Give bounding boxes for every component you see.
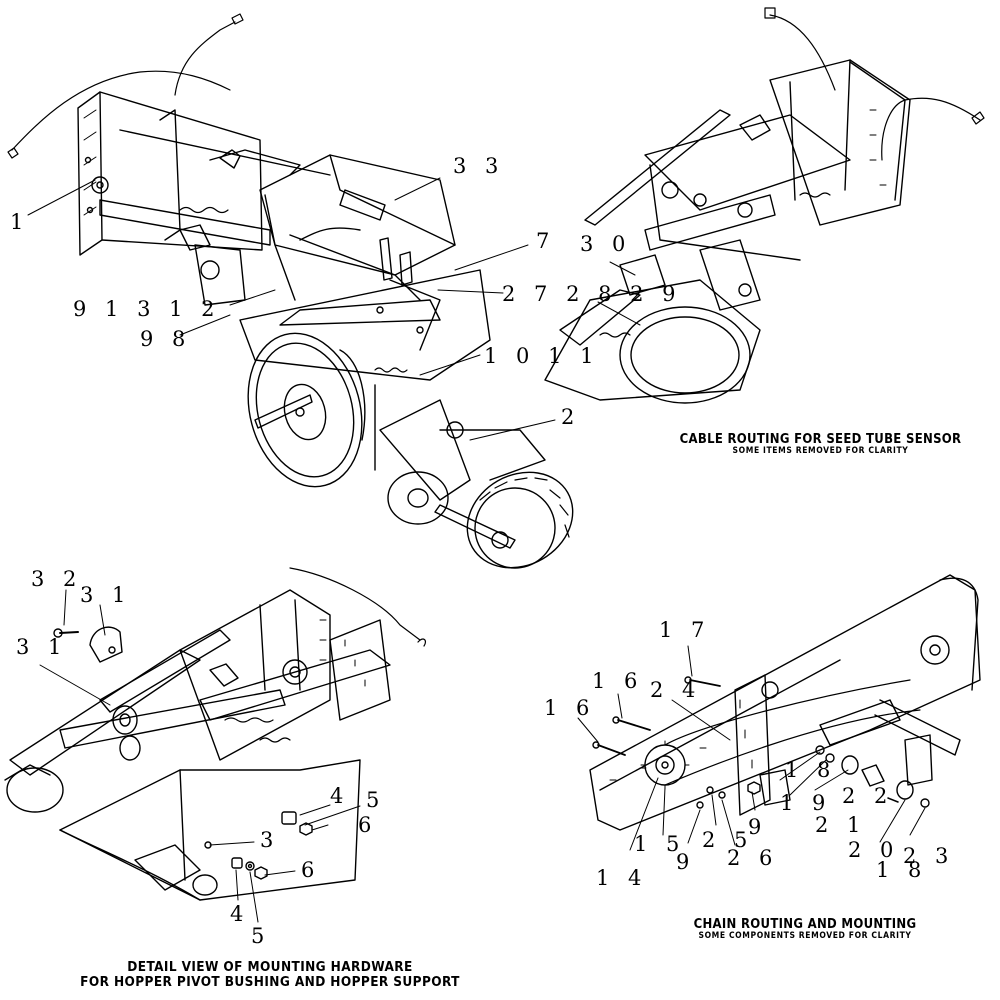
callout-98: 9 8 <box>140 327 192 351</box>
cable-routing-title: CABLE ROUTING FOR SEED TUBE SENSOR <box>679 432 962 447</box>
callout-1: 1 <box>10 210 30 234</box>
callout-7: 7 <box>536 229 556 253</box>
callout-16-lower: 1 6 <box>544 696 596 720</box>
chain-routing-caption: CHAIN ROUTING AND MOUNTING SOME COMPONEN… <box>640 917 970 942</box>
detail-view-subtitle: FOR HOPPER PIVOT BUSHING AND HOPPER SUPP… <box>80 973 460 990</box>
cable-leaders <box>597 261 641 326</box>
callout-9-right: 9 <box>748 815 768 839</box>
detail-view-caption: DETAIL VIEW OF MOUNTING HARDWARE FOR HOP… <box>70 960 470 990</box>
chain-leaders <box>577 645 926 851</box>
callout-6-upper: 6 <box>358 813 378 837</box>
detail-view-drawing <box>4 567 427 901</box>
detail-view-title: DETAIL VIEW OF MOUNTING HARDWARE <box>127 959 413 975</box>
callout-22: 2 2 <box>842 784 894 808</box>
callout-5-lower: 5 <box>251 924 271 948</box>
callout-3: 3 <box>260 828 280 852</box>
callout-18-lower: 1 8 <box>876 858 928 882</box>
main-row-unit-drawing <box>7 13 574 569</box>
callout-6-lower: 6 <box>301 858 321 882</box>
callout-31-top: 3 1 <box>80 583 132 607</box>
callout-21: 2 1 <box>815 813 867 837</box>
callout-4-lower: 4 <box>230 902 250 926</box>
callout-30: 3 0 <box>580 232 632 256</box>
main-leaders <box>27 177 556 441</box>
callout-33: 3 3 <box>453 154 505 178</box>
callout-18-upper: 1 8 <box>785 758 837 782</box>
cable-routing-drawing <box>544 7 985 404</box>
chain-routing-title: CHAIN ROUTING AND MOUNTING <box>693 917 917 932</box>
callout-20: 2 0 <box>848 838 900 862</box>
callout-91312: 9 1 3 1 2 <box>73 297 221 321</box>
callout-26: 2 6 <box>727 846 779 870</box>
cable-routing-subtitle: SOME ITEMS REMOVED FOR CLARITY <box>732 446 909 457</box>
callout-19: 1 9 <box>780 791 832 815</box>
detail-leaders <box>39 589 361 923</box>
callout-17: 1 7 <box>659 618 711 642</box>
callout-15: 1 5 <box>634 832 686 856</box>
cable-routing-caption: CABLE ROUTING FOR SEED TUBE SENSOR SOME … <box>668 432 973 457</box>
callout-25: 2 5 <box>702 828 754 852</box>
callout-9-left: 9 <box>676 850 696 874</box>
callout-1011: 1 0 1 1 <box>484 344 600 368</box>
callout-32: 3 2 <box>31 567 83 591</box>
callout-31-left: 3 1 <box>16 635 68 659</box>
callout-23: 2 3 <box>903 844 955 868</box>
callout-24: 2 4 <box>650 678 702 702</box>
callout-14: 1 4 <box>596 866 648 890</box>
callout-4-upper: 4 <box>330 784 350 808</box>
callout-27289: 2 7 2 8 2 9 <box>502 282 682 306</box>
callout-16-upper: 1 6 <box>592 669 644 693</box>
chain-routing-drawing <box>589 574 981 831</box>
callout-5-upper: 5 <box>366 788 386 812</box>
callout-2: 2 <box>561 405 581 429</box>
chain-routing-subtitle: SOME COMPONENTS REMOVED FOR CLARITY <box>698 931 912 942</box>
